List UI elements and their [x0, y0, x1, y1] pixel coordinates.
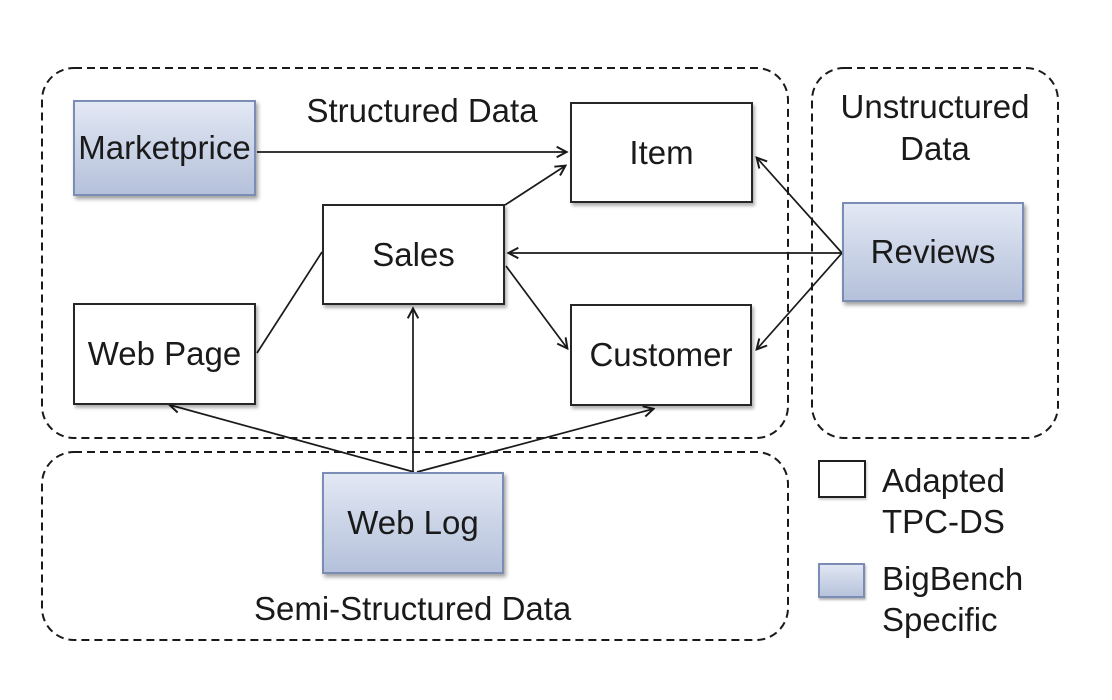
- edge-webpage-sales: [256, 251, 323, 354]
- node-customer: Customer: [570, 304, 752, 406]
- node-web-page: Web Page: [73, 303, 256, 405]
- node-reviews: Reviews: [842, 202, 1024, 302]
- node-item: Item: [570, 102, 753, 203]
- legend-label-bigbench-specific: BigBench Specific: [882, 558, 1023, 640]
- unstructured-data-container: [811, 67, 1059, 439]
- node-marketprice: Marketprice: [73, 100, 256, 196]
- edge-reviews-item: [757, 158, 843, 254]
- edge-weblog-webpage: [170, 405, 415, 473]
- node-web-log: Web Log: [322, 472, 504, 574]
- node-sales: Sales: [322, 204, 505, 305]
- semi-structured-data-container: [41, 451, 789, 641]
- legend-swatch-bigbench-specific: [818, 563, 865, 598]
- edge-weblog-customer: [416, 409, 653, 473]
- edge-sales-item: [504, 166, 565, 206]
- legend-label-adapted-tpcds-line2: TPC-DS: [882, 503, 1005, 540]
- semi-structured-data-label: Semi-Structured Data: [254, 590, 572, 627]
- legend-swatch-adapted-tpcds: [818, 460, 866, 498]
- legend-label-bigbench-specific-line2: Specific: [882, 601, 998, 638]
- legend-label-bigbench-specific-line1: BigBench: [882, 560, 1024, 597]
- structured-data-label: Structured Data: [306, 92, 538, 129]
- unstructured-data-label-line1: Unstructured: [840, 88, 1030, 125]
- legend-label-adapted-tpcds: Adapted TPC-DS: [882, 460, 1005, 542]
- unstructured-data-label: Unstructured Data: [822, 86, 1048, 170]
- edge-reviews-customer: [757, 252, 843, 349]
- unstructured-data-label-line2: Data: [900, 130, 970, 167]
- legend-label-adapted-tpcds-line1: Adapted: [882, 462, 1005, 499]
- edge-sales-customer: [505, 265, 567, 348]
